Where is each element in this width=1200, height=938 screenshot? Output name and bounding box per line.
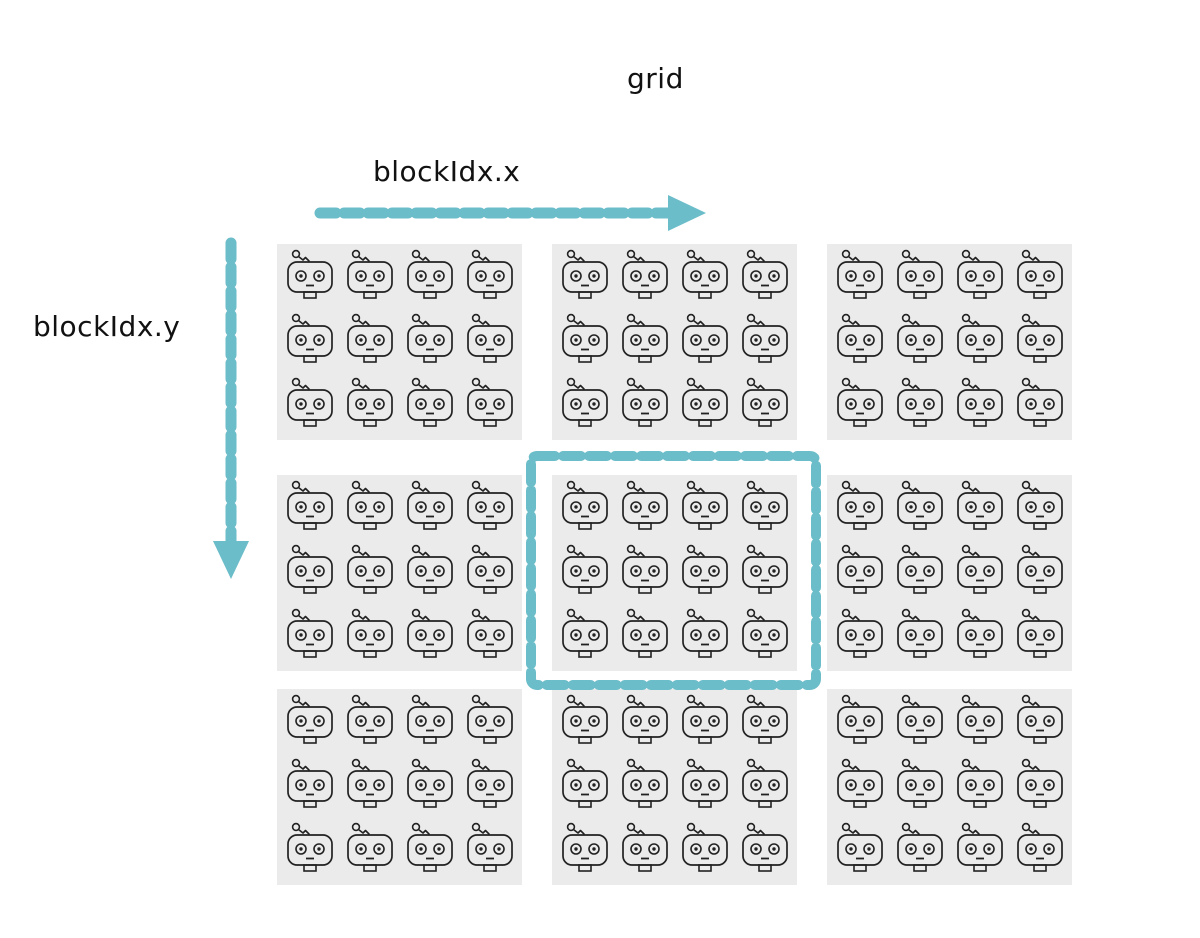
thread-block xyxy=(827,475,1072,671)
highlighted-block-outline xyxy=(526,451,821,690)
blockidx-x-arrow xyxy=(314,195,706,231)
diagram-title: grid xyxy=(627,62,684,95)
thread-block xyxy=(552,689,797,885)
thread-block xyxy=(277,475,522,671)
blockidx-x-label: blockIdx.x xyxy=(373,155,521,188)
thread-block xyxy=(277,689,522,885)
blockidx-y-label: blockIdx.y xyxy=(33,310,181,343)
thread-block xyxy=(552,244,797,440)
thread-block xyxy=(552,475,797,671)
thread-block xyxy=(277,244,522,440)
blockidx-y-arrow xyxy=(213,237,249,579)
thread-block xyxy=(827,244,1072,440)
thread-block xyxy=(827,689,1072,885)
